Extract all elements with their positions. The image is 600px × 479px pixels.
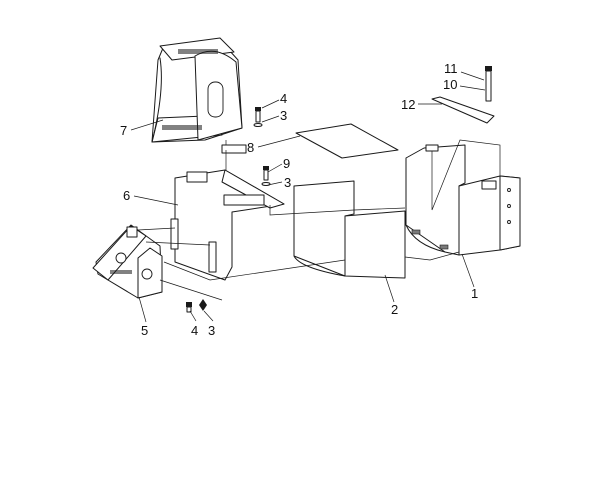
callout-9: 9 bbox=[283, 156, 290, 171]
part-7-step bbox=[151, 37, 247, 154]
callout-8: 8 bbox=[247, 140, 254, 155]
part-10-11-bolt bbox=[485, 66, 492, 102]
part-2-cover bbox=[293, 180, 406, 279]
fastener-upper bbox=[253, 107, 263, 127]
fastener-lower bbox=[186, 299, 207, 313]
part-6-frame bbox=[170, 169, 285, 281]
callouts: 11 10 12 4 3 7 8 9 3 6 1 2 5 4 3 bbox=[120, 61, 478, 338]
callout-7: 7 bbox=[120, 123, 127, 138]
callout-2: 2 bbox=[391, 302, 398, 317]
callout-5: 5 bbox=[141, 323, 148, 338]
callout-3-lower: 3 bbox=[208, 323, 215, 338]
part-1-housing bbox=[405, 139, 521, 256]
part-12-strip bbox=[431, 96, 495, 124]
callout-11: 11 bbox=[444, 61, 458, 76]
leader-lines bbox=[130, 71, 486, 323]
callout-1: 1 bbox=[471, 286, 478, 301]
callout-12: 12 bbox=[401, 97, 415, 112]
assembly-lines bbox=[137, 150, 460, 301]
callout-3-upper: 3 bbox=[280, 108, 287, 123]
part-5-step bbox=[92, 224, 163, 299]
callout-3-middle: 3 bbox=[284, 175, 291, 190]
fastener-middle bbox=[261, 166, 271, 186]
callout-10: 10 bbox=[443, 77, 457, 92]
callout-4-upper: 4 bbox=[280, 91, 287, 106]
callout-4-lower: 4 bbox=[191, 323, 198, 338]
part-8-plate bbox=[295, 123, 399, 159]
callout-6: 6 bbox=[123, 188, 130, 203]
